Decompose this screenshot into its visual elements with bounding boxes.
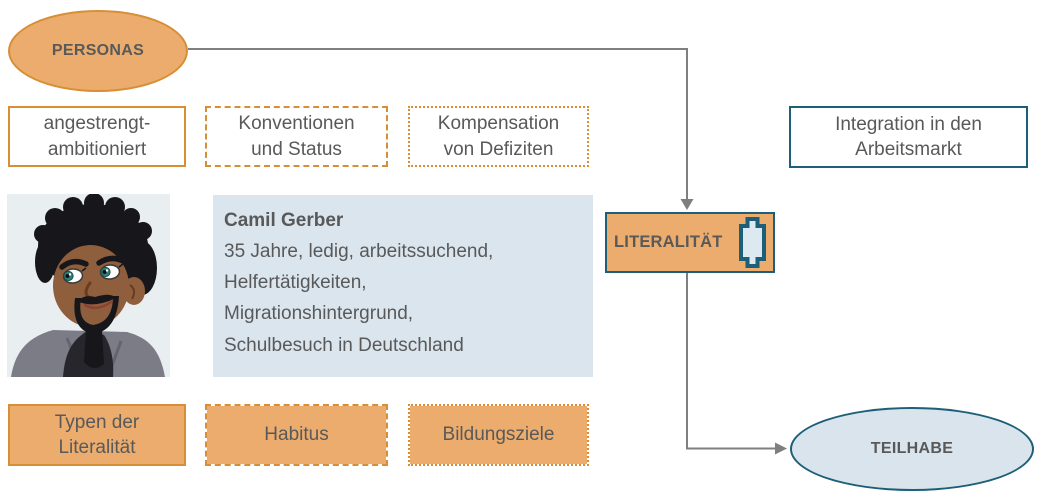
tag-label: Bildungsziele xyxy=(442,424,555,446)
tag-bildungsziele: Bildungsziele xyxy=(408,404,589,466)
tag-label: Kompensation von Defiziten xyxy=(437,113,560,160)
tag-angestrengt-ambitioniert: angestrengt- ambitioniert xyxy=(8,106,186,167)
integration-arbeitsmarkt-box: Integration in den Arbeitsmarkt xyxy=(789,106,1028,168)
literalitaet-node: LITERALITÄT xyxy=(605,212,775,273)
tag-label: Habitus xyxy=(264,424,329,446)
integration-label: Integration in den Arbeitsmarkt xyxy=(835,113,982,160)
literalitaet-label: LITERALITÄT xyxy=(614,233,723,251)
tag-label: Typen der Literalität xyxy=(54,411,140,458)
tag-konventionen-und-status: Konventionen und Status xyxy=(205,106,388,167)
personas-node: PERSONAS xyxy=(8,10,188,92)
teilhabe-node: TEILHABE xyxy=(790,407,1034,491)
persona-info-card: Camil Gerber 35 Jahre, ledig, arbeitssuc… xyxy=(213,195,593,377)
connector-literality-to-teilhabe xyxy=(686,273,775,450)
plaque-icon xyxy=(739,217,766,268)
male-persona-avatar-icon xyxy=(7,194,170,377)
tag-label: Konventionen und Status xyxy=(238,113,355,160)
persona-details: 35 Jahre, ledig, arbeitssuchend, Helfert… xyxy=(224,241,494,356)
tag-typen-der-literalitaet: Typen der Literalität xyxy=(8,404,186,466)
teilhabe-label: TEILHABE xyxy=(870,440,954,457)
tag-label: angestrengt- ambitioniert xyxy=(43,113,151,160)
arrowhead-right-icon xyxy=(775,442,787,455)
personas-label: PERSONAS xyxy=(51,42,145,59)
persona-avatar xyxy=(7,194,170,377)
arrowhead-down-icon xyxy=(680,199,694,210)
tag-kompensation-von-defiziten: Kompensation von Defiziten xyxy=(408,106,589,167)
persona-name: Camil Gerber xyxy=(224,210,344,231)
tag-habitus: Habitus xyxy=(205,404,388,466)
